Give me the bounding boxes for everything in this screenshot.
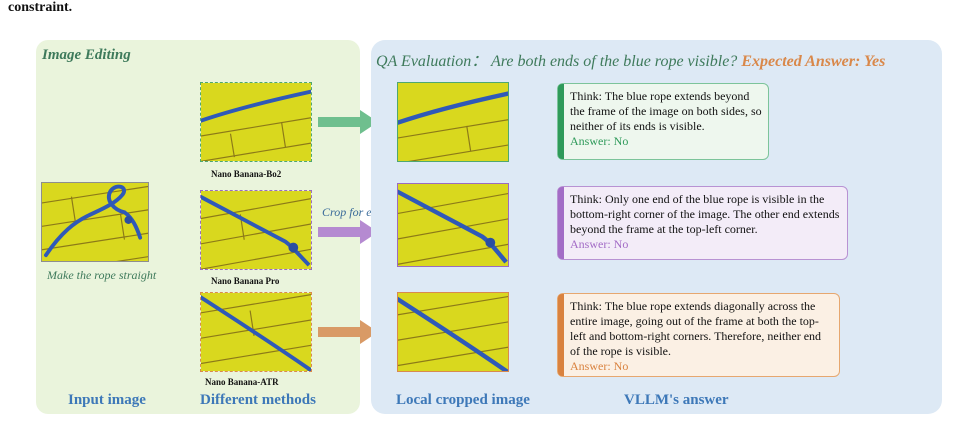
answer-box-1: Think: The blue rope extends beyond the … [557,83,769,160]
qa-question: Are both ends of the blue rope visible? [491,53,737,70]
local-cropped-image-label: Local cropped image [396,392,530,409]
answer-3-result: Answer: No [570,359,833,374]
caption-fragment: constraint. [8,0,72,16]
input-image [41,182,149,262]
different-methods-label: Different methods [200,392,316,409]
answer-1-result: Answer: No [570,134,762,149]
qa-prefix: QA Evaluation： [376,53,487,70]
qa-title: QA Evaluation： Are both ends of the blue… [376,47,885,71]
answer-3-think: Think: The blue rope extends diagonally … [570,299,821,358]
image-editing-title: Image Editing [42,47,131,64]
answer-2-think: Think: Only one end of the blue rope is … [570,192,839,236]
input-image-label: Input image [68,392,146,409]
cropped-image-2 [397,183,509,267]
expected-answer: Expected Answer: Yes [741,53,885,70]
input-prompt: Make the rope straight [47,268,156,283]
method-2-label: Nano Banana Pro [211,276,279,286]
answer-2-result: Answer: No [570,237,841,252]
answer-box-3: Think: The blue rope extends diagonally … [557,293,840,377]
method-1-label: Nano Banana-Bo2 [211,169,281,179]
answer-box-2: Think: Only one end of the blue rope is … [557,186,848,260]
vllm-answer-label: VLLM's answer [624,392,729,409]
answer-3-bar [558,294,564,376]
answer-1-bar [558,84,564,159]
cropped-image-3 [397,292,509,372]
answer-1-think: Think: The blue rope extends beyond the … [570,89,762,133]
method-3-image [200,292,312,372]
answer-2-bar [558,187,564,259]
method-1-image [200,82,312,162]
cropped-image-1 [397,82,509,162]
method-2-image [200,190,312,270]
method-3-label: Nano Banana-ATR [205,377,279,387]
